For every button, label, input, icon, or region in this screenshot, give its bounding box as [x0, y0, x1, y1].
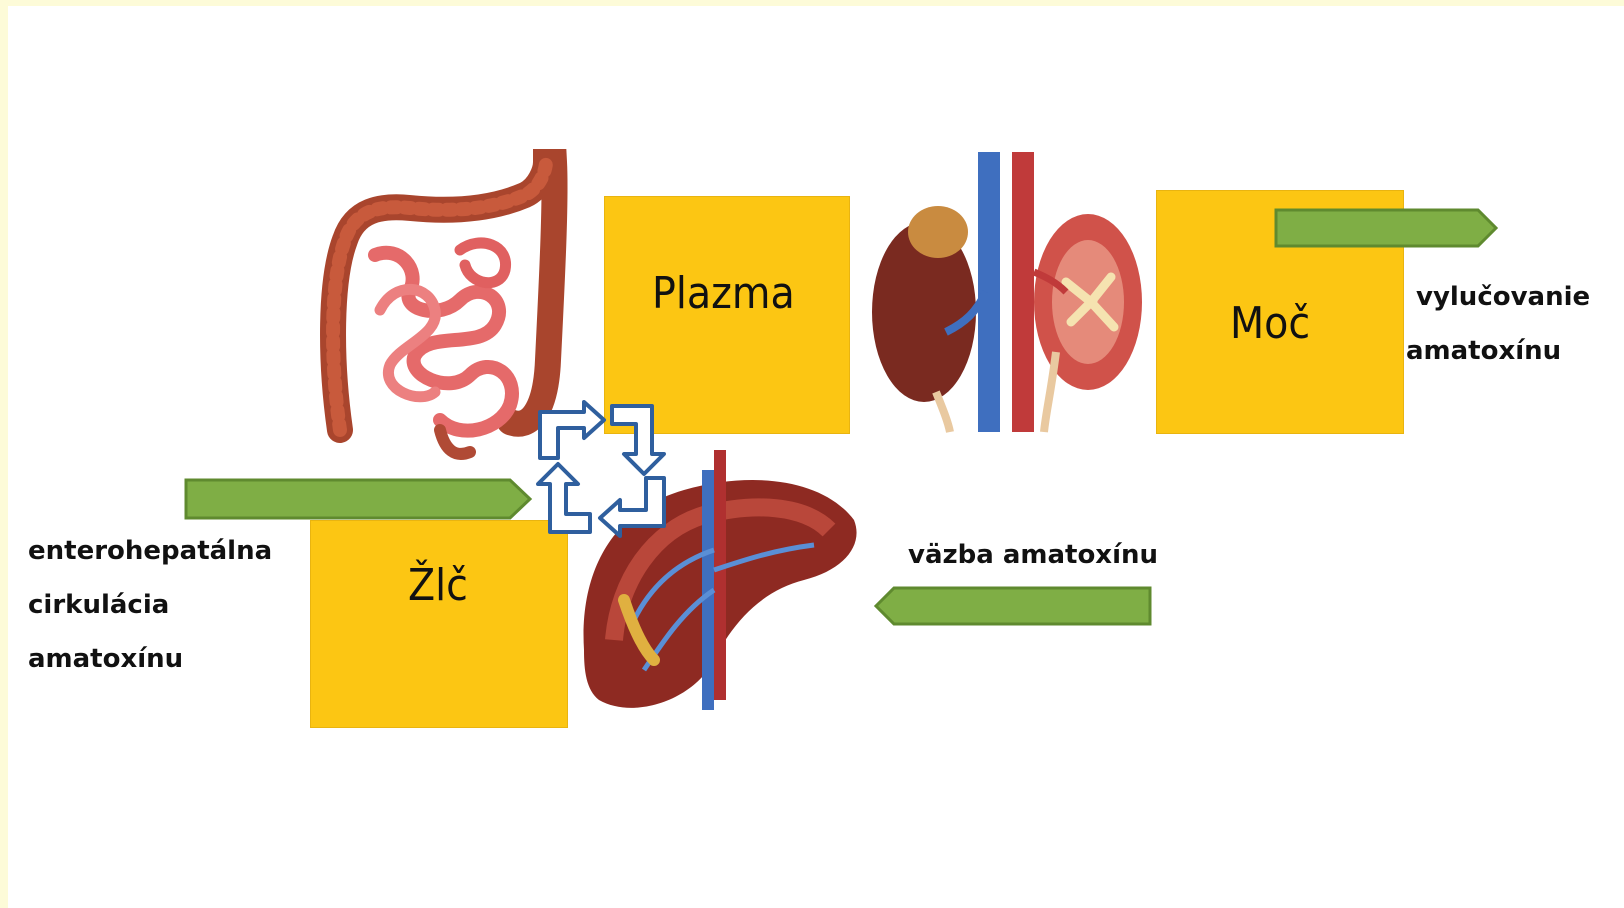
excretion-caption-line: amatoxínu	[1406, 324, 1590, 378]
plazma-label: Plazma	[652, 268, 795, 319]
moc-label: Moč	[1230, 298, 1310, 349]
excretion-arrow	[1274, 206, 1500, 250]
enterohepatic-arrow	[184, 476, 534, 522]
enterohepatic-caption-line: enterohepatálna	[28, 524, 272, 578]
enterohepatic-caption-line: amatoxínu	[28, 632, 272, 686]
cycle-arrows-icon	[532, 398, 672, 538]
intestines-icon	[320, 160, 560, 460]
zlc-box	[310, 520, 568, 728]
zlc-label: Žlč	[408, 560, 468, 611]
enterohepatic-caption-line: cirkulácia	[28, 578, 272, 632]
excretion-caption-line: vylučovanie	[1406, 270, 1590, 324]
binding-arrow	[874, 584, 1154, 628]
excretion-caption: vylučovanie amatoxínu	[1406, 270, 1590, 378]
binding-caption: väzba amatoxínu	[908, 528, 1158, 582]
enterohepatic-caption: enterohepatálna cirkulácia amatoxínu	[28, 524, 272, 686]
kidneys-icon	[866, 152, 1146, 432]
